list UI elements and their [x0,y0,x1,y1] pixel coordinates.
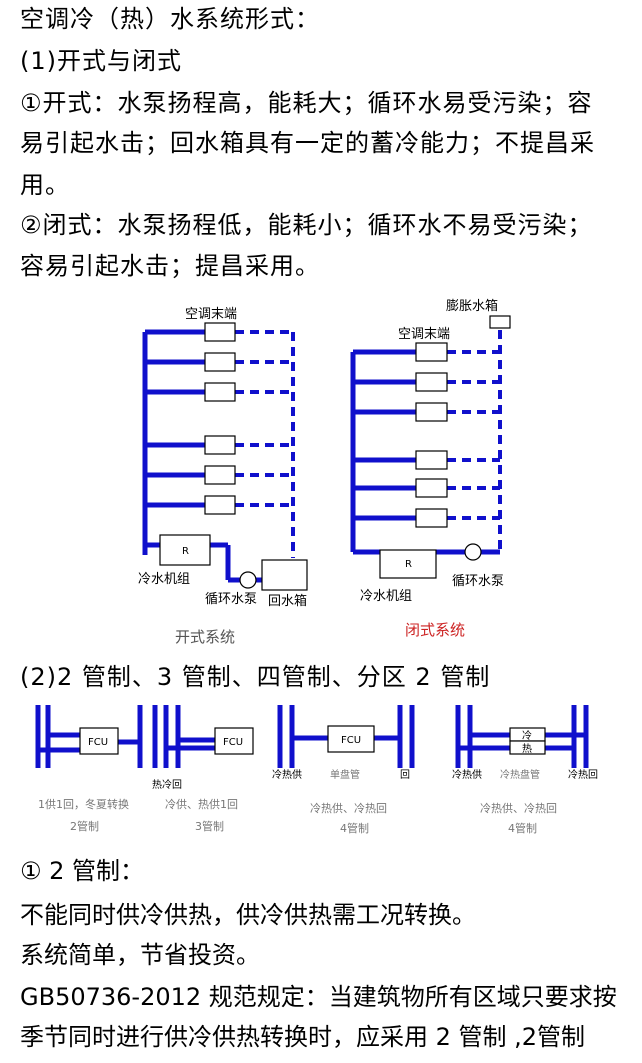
cap-3pipe-1: 冷供、热供1回 [165,797,238,811]
cap-4pipe-a-1: 冷热供、冷热回 [310,801,387,815]
standard-text-2: 季节同时进行供冷供热转换时，应采用 2 管制 ,2管制 [20,1023,586,1051]
fcu-label-2: FCU [223,737,243,748]
dual-right-label: 冷热回 [568,768,598,781]
closed-pump-label: 循环水泵 [452,574,504,589]
two-pipe-heading: ① 2 管制： [20,857,145,885]
coil-hot-label: 热 [522,742,532,755]
coil-cold-label: 冷 [522,729,532,742]
closed-system-caption: 闭式系统 [405,621,465,639]
open-system-text-line3: 用。 [20,171,70,199]
closed-chiller-mark: R [405,559,412,570]
closed-system-text-line1: ②闭式：水泵扬程低，能耗小；循环水不易受污染； [20,211,593,239]
open-terminal-label: 空调末端 [185,307,237,322]
open-chiller-mark: R [182,546,189,557]
three-pipe-ports: 热冷回 [152,778,182,791]
two-pipe-text-2: 系统简单，节省投资。 [20,941,260,969]
open-closed-system-diagram: 空调末端 R 冷水机组 循环水泵 回水箱 开式系统 膨胀水箱 空调末 [138,298,511,646]
cap-4pipe-b-2: 4管制 [508,821,537,835]
cap-2pipe-2: 2管制 [70,819,99,833]
two-pipe-text-1: 不能同时供冷供热，供冷供热需工况转换。 [20,901,476,929]
fcu-label-1: FCU [88,737,108,748]
closed-terminal-label: 空调末端 [398,327,450,342]
open-pump-label: 循环水泵 [205,592,257,607]
section-1-heading: (1)开式与闭式 [20,47,182,75]
single-coil-label: 单盘管 [330,768,360,781]
dual-coil-label: 冷热盘管 [500,768,540,781]
cap-4pipe-b-1: 冷热供、冷热回 [480,801,557,815]
open-system-text-line2: 易引起水击；回水箱具有一定的蓄冷能力；不提昌采 [20,129,595,157]
standard-text-1: GB50736-2012 规范规定：当建筑物所有区域只要求按 [20,983,617,1011]
dual-left-label: 冷热供 [452,768,482,781]
closed-terminal-units [379,315,511,579]
closed-expansion-label: 膨胀水箱 [446,298,498,314]
cap-3pipe-2: 3管制 [195,819,224,833]
page-heading: 空调冷（热）水系统形式： [20,5,320,33]
cap-2pipe-1: 1供1回，冬夏转换 [38,797,129,811]
fcu-units [79,725,546,755]
open-system-text-line1: ①开式：水泵扬程高，能耗大；循环水易受污染；容 [20,89,593,117]
section-2-heading: (2)2 管制、3 管制、四管制、分区 2 管制 [20,663,491,691]
four-pipe-right-label: 回 [400,769,410,781]
pipe-system-diagram: FCU FCU FCU 冷 热 热冷回 单盘管 冷热供 回 冷热盘管 冷热供 冷… [35,705,598,835]
closed-chiller-label: 冷水机组 [360,589,412,604]
open-tank-label: 回水箱 [268,593,307,609]
open-chiller-label: 冷水机组 [138,572,190,587]
fcu-label-3: FCU [341,735,361,746]
open-terminal-units [159,322,308,591]
closed-system-text-line2: 容易引起水击；提昌采用。 [20,252,320,280]
open-system-caption: 开式系统 [175,628,235,646]
four-pipe-left-label: 冷热供 [272,768,302,781]
cap-4pipe-a-2: 4管制 [340,821,369,835]
